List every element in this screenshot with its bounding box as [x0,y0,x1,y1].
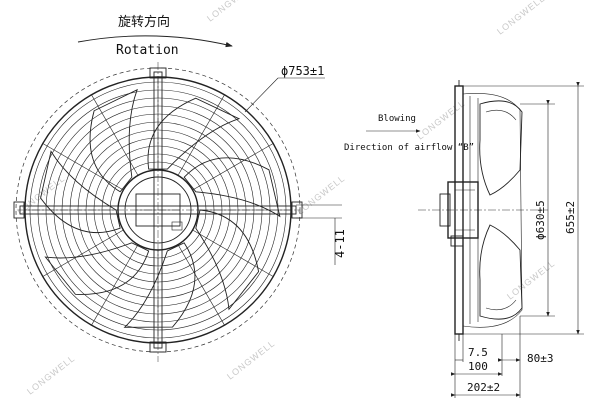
side-blade-upper-edge [485,109,517,121]
fan-blades [40,88,281,328]
watermark-6: LONGWELL [225,338,277,382]
blowing-label: Blowing [378,114,416,124]
dim-100-label: 100 [468,360,488,373]
fan-blade [40,150,121,233]
motor-hub-inner [124,176,192,244]
dim-7-5-label: 7.5 [468,346,488,359]
rotation-label-en: Rotation [116,43,179,58]
rotation-label-cn: 旋转方向 [118,14,170,30]
front-view [13,62,303,362]
side-motor-shaft-end [439,193,451,227]
side-blade-lower [479,224,523,320]
fan-blade [123,242,196,328]
side-view [418,80,548,341]
mount-foot-bottom [149,341,167,353]
grille-spoke [192,229,274,277]
horizontal-strut [19,205,297,215]
cable-gland [171,221,183,231]
side-blade-lower-edge [485,299,517,311]
mount-foot-left [13,201,25,219]
airflow-direction-label: Direction of airflow “B” [344,143,474,153]
mount-foot-top [149,67,167,79]
grille-spoke [91,244,139,326]
watermark-7: LONGWELL [505,258,557,302]
blade-dia-label: ϕ630±5 [534,200,547,240]
fan-blade [44,242,150,295]
dim-202-label: 202±2 [467,381,500,394]
fan-blade [195,209,260,311]
grille-spoke [177,244,225,326]
side-grille-outline [462,93,523,328]
watermark-5: LONGWELL [295,173,347,217]
watermark-8: LONGWELL [25,353,77,397]
outer-diameter-label: ϕ753±1 [281,64,324,78]
fan-blade [147,97,241,170]
fan-blade [183,157,281,218]
grille-spoke [42,143,124,191]
grille-spoke [192,143,274,191]
watermark-layer: LONGWELL LONGWELL LONGWELL LONGWELL LONG… [15,0,557,397]
mount-hole-label: 4-11 [333,229,347,258]
watermark-1: LONGWELL [205,0,257,24]
motor-hub-outer [117,169,199,251]
outer-diameter-leader [244,77,279,113]
dim-80-label: 80±3 [527,352,554,365]
ring-dia-label: 655±2 [564,201,577,234]
grille-spoke [42,229,124,277]
watermark-2: LONGWELL [415,98,467,142]
fan-blade [89,88,138,193]
side-blade-upper [479,100,523,196]
rotation-arrow [77,35,233,48]
watermark-3: LONGWELL [495,0,547,37]
side-cable-gland [450,235,464,247]
